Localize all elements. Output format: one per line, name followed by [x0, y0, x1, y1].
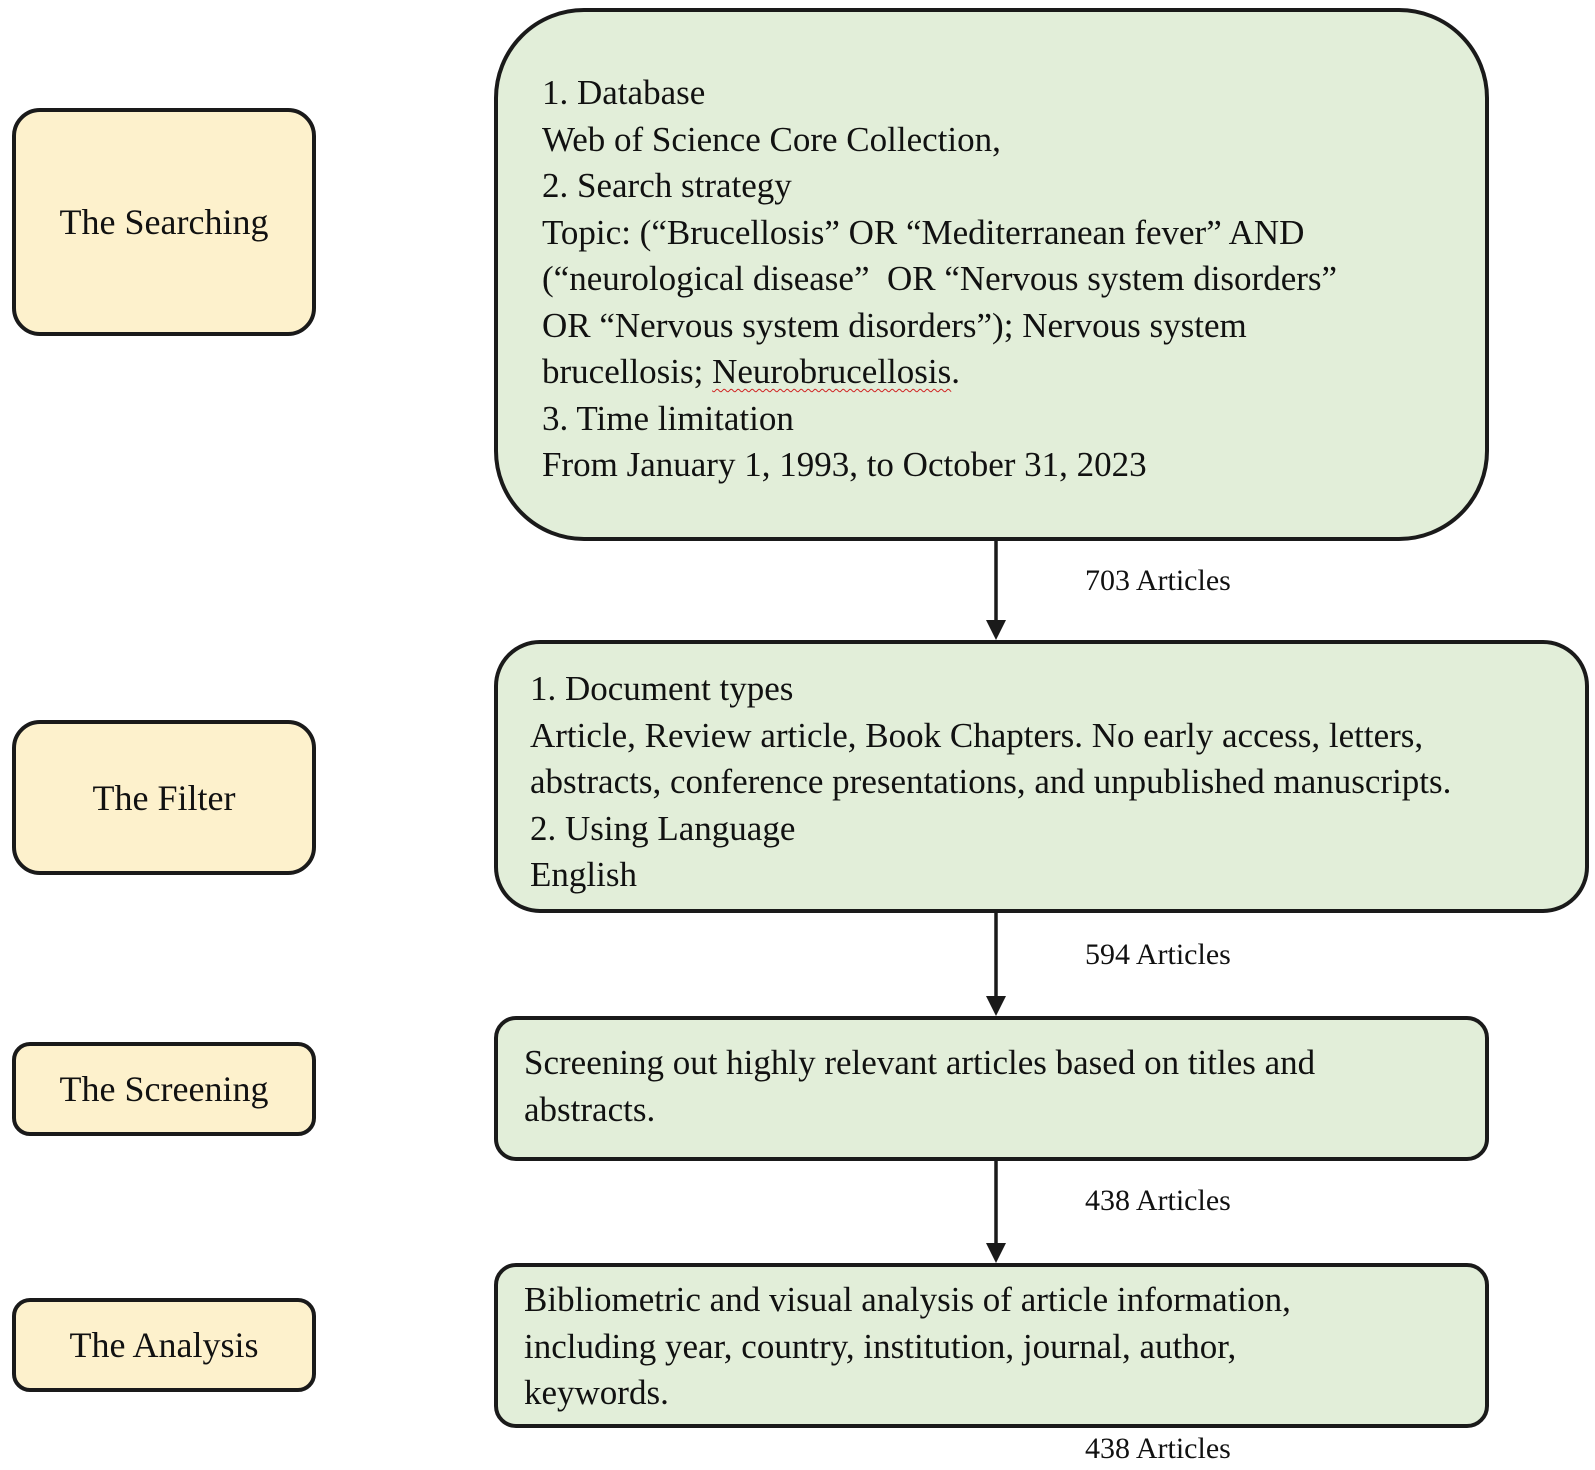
topic-line-2: (“neurological disease” OR “Nervous syst…	[542, 259, 1338, 298]
screening-line-1: Screening out highly relevant articles b…	[524, 1043, 1316, 1082]
document-types-line-1: Article, Review article, Book Chapters. …	[530, 715, 1424, 755]
stage-searching: The Searching	[12, 108, 316, 336]
analysis-box: Bibliometric and visual analysis of arti…	[494, 1263, 1489, 1428]
time-range: From January 1, 1993, to October 31, 202…	[542, 445, 1147, 484]
count-after-screening: 438 Articles	[1085, 1184, 1231, 1217]
topic-line-4-end: .	[951, 352, 960, 391]
stage-screening-label: The Screening	[59, 1069, 269, 1109]
stage-filter-label: The Filter	[92, 777, 236, 818]
count-after-filter: 594 Articles	[1085, 938, 1231, 971]
stage-filter: The Filter	[12, 720, 316, 875]
stage-analysis-label: The Analysis	[69, 1325, 259, 1365]
arrowhead-search-to-filter	[986, 620, 1006, 640]
filter-box: 1. Document types Article, Review articl…	[494, 640, 1589, 913]
database-heading: 1. Database	[542, 73, 706, 112]
topic-line-3: OR “Nervous system disorders”); Nervous …	[542, 305, 1247, 345]
topic-line-1: Topic: (“Brucellosis” OR “Mediterranean …	[542, 212, 1305, 252]
strategy-heading: 2. Search strategy	[542, 166, 792, 205]
arrowhead-filter-to-screening	[986, 996, 1006, 1016]
screening-line-2: abstracts.	[524, 1089, 656, 1129]
count-after-search: 703 Articles	[1085, 564, 1231, 597]
topic-line-4-start: brucellosis;	[542, 352, 713, 391]
topic-line-4: brucellosis; Neurobrucellosis.	[542, 349, 1485, 396]
analysis-line-3: keywords.	[524, 1373, 669, 1412]
language-heading: 2. Using Language	[530, 808, 796, 848]
time-heading: 3. Time limitation	[542, 398, 794, 438]
document-types-heading: 1. Document types	[530, 669, 794, 708]
screening-box: Screening out highly relevant articles b…	[494, 1016, 1489, 1161]
stage-analysis: The Analysis	[12, 1298, 316, 1392]
analysis-line-2: including year, country, institution, jo…	[524, 1326, 1237, 1366]
analysis-line-1: Bibliometric and visual analysis of arti…	[524, 1280, 1291, 1319]
search-box: 1. Database Web of Science Core Collecti…	[494, 8, 1489, 541]
database-name: Web of Science Core Collection,	[542, 119, 1001, 159]
stage-screening: The Screening	[12, 1042, 316, 1136]
arrowhead-screening-to-analysis	[986, 1243, 1006, 1263]
count-after-analysis: 438 Articles	[1085, 1432, 1231, 1465]
language-value: English	[530, 855, 637, 894]
document-types-line-2: abstracts, conference presentations, and…	[530, 762, 1452, 801]
neurobrucellosis-term: Neurobrucellosis	[712, 352, 952, 391]
stage-searching-label: The Searching	[59, 202, 269, 242]
